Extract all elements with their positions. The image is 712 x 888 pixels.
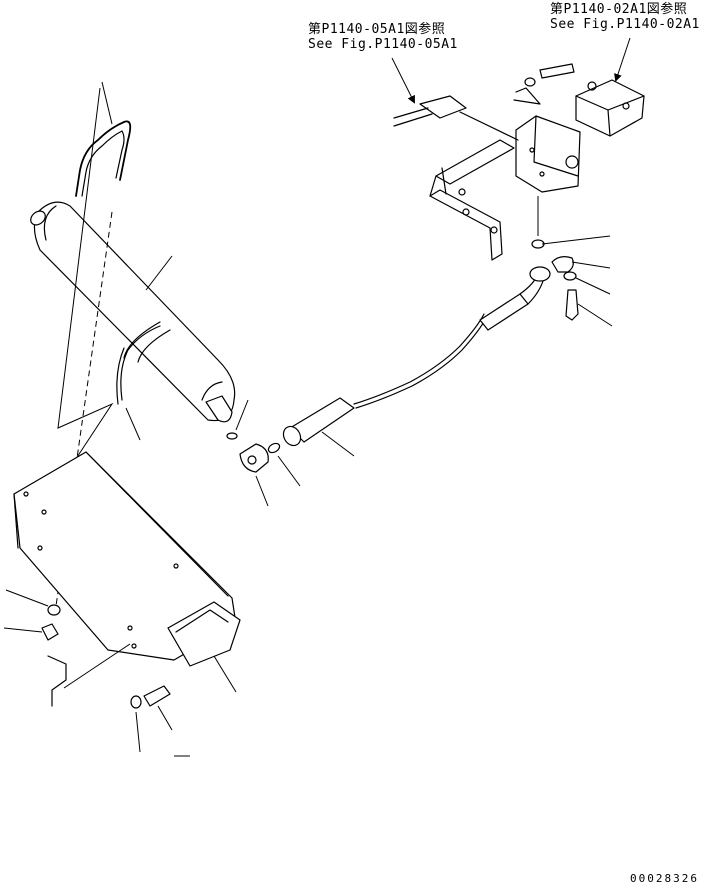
reference-label-jp: 第P1140-05A1図参照	[308, 22, 446, 37]
tank-strap	[116, 325, 161, 441]
bent-tube-top	[75, 81, 132, 197]
banjo-fitting-parts	[531, 235, 613, 327]
mounting-bracket	[429, 139, 515, 261]
reference-label-p1140-02a1: 第P1140-02A1図参照 See Fig.P1140-02A1	[550, 2, 700, 32]
fasteners	[3, 589, 190, 757]
valve-block	[575, 79, 645, 137]
drain-valve	[226, 399, 301, 507]
governor-valve-assembly	[393, 63, 581, 236]
reference-label-en: See Fig.P1140-05A1	[308, 37, 458, 52]
air-hose	[282, 266, 551, 457]
drawing-code: 00028326	[630, 872, 699, 885]
reference-arrow-02a1	[614, 37, 631, 82]
air-tank	[30, 201, 236, 423]
reference-label-p1140-05a1: 第P1140-05A1図参照 See Fig.P1140-05A1	[308, 22, 458, 52]
reference-arrow-05a1	[391, 57, 415, 104]
tank-cover	[13, 451, 241, 693]
reference-label-en: See Fig.P1140-02A1	[550, 17, 700, 32]
reference-label-jp: 第P1140-02A1図参照	[550, 2, 688, 17]
break-line	[57, 87, 114, 481]
